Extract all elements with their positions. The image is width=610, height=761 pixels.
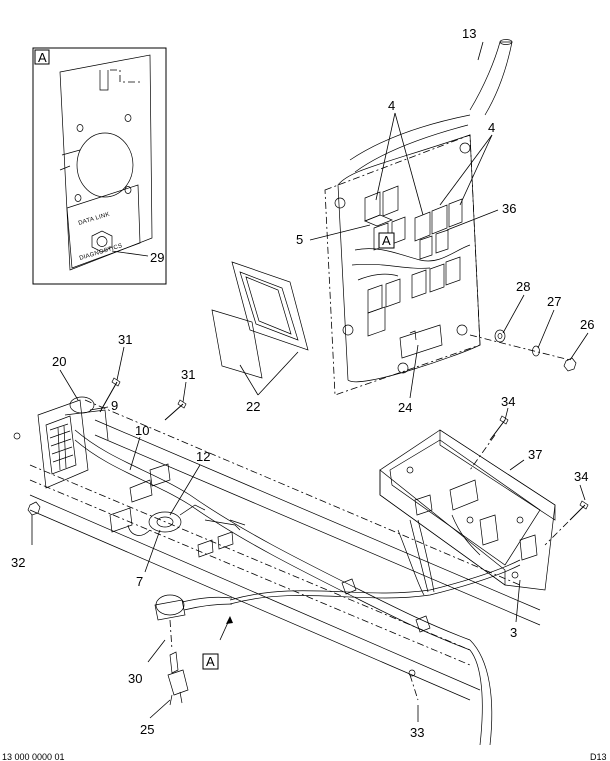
detail-a-inset: A DATA LINK DIAGNOSTICS — [32, 47, 167, 285]
gasket-shim — [211, 309, 263, 379]
sensor-connector — [154, 594, 233, 651]
callout-22: 22 — [246, 399, 260, 414]
callout-5: 5 — [296, 232, 303, 247]
footer-left: 13 000 0000 01 — [2, 752, 65, 761]
callout-36: 36 — [502, 201, 516, 216]
detail-label-box — [34, 49, 50, 65]
wire-harness — [74, 429, 521, 746]
detail-label: A — [38, 50, 47, 65]
hardware-stack — [494, 329, 577, 372]
callout-32: 32 — [11, 555, 25, 570]
gasket — [211, 261, 309, 379]
module-37 — [379, 429, 556, 591]
callout-37: 37 — [528, 447, 542, 462]
bracket — [399, 324, 443, 359]
view-ref-1: A — [378, 232, 395, 249]
callout-24: 24 — [398, 400, 412, 415]
callout-31-right: 31 — [181, 367, 195, 382]
callout-4-right: 4 — [488, 120, 495, 135]
plate-opening — [76, 132, 134, 198]
callout-28: 28 — [516, 279, 530, 294]
relay-group-lower — [367, 256, 461, 337]
view-ref-2: A — [202, 653, 219, 670]
svg-text:A: A — [206, 654, 215, 669]
callout-30: 30 — [128, 671, 142, 686]
callout-labels: 13 4 4 36 5 29 22 28 27 26 24 31 20 31 9… — [11, 26, 594, 740]
relay-group-right — [414, 198, 463, 260]
callout-26: 26 — [580, 317, 594, 332]
leader-lines — [31, 41, 589, 722]
callout-4-left: 4 — [388, 98, 395, 113]
plate-text-2: DIAGNOSTICS — [79, 243, 123, 262]
frame-rails — [29, 399, 541, 701]
diagnostics-plate — [66, 184, 141, 269]
callout-9: 9 — [111, 398, 118, 413]
callout-31-left: 31 — [118, 332, 132, 347]
callout-3: 3 — [510, 625, 517, 640]
callout-7: 7 — [136, 574, 143, 589]
callout-13: 13 — [462, 26, 476, 41]
sensor-25 — [167, 651, 189, 706]
callout-29: 29 — [150, 250, 164, 265]
callout-34-right: 34 — [574, 469, 588, 484]
data-link-connector — [91, 230, 113, 253]
callout-25: 25 — [140, 722, 154, 737]
callout-10: 10 — [135, 423, 149, 438]
left-bracket — [37, 396, 109, 489]
callout-33: 33 — [410, 725, 424, 740]
plate-text-1: DATA LINK — [78, 212, 111, 227]
callout-20: 20 — [52, 354, 66, 369]
callout-27: 27 — [547, 294, 561, 309]
callout-12: 12 — [196, 449, 210, 464]
footer-right: D13 — [590, 752, 607, 761]
relay-panel — [324, 114, 481, 396]
mounting-plate — [59, 54, 153, 271]
nut-32 — [27, 501, 41, 516]
callout-34-upper: 34 — [501, 394, 515, 409]
cable-13 — [469, 41, 513, 116]
svg-text:A: A — [382, 233, 391, 248]
